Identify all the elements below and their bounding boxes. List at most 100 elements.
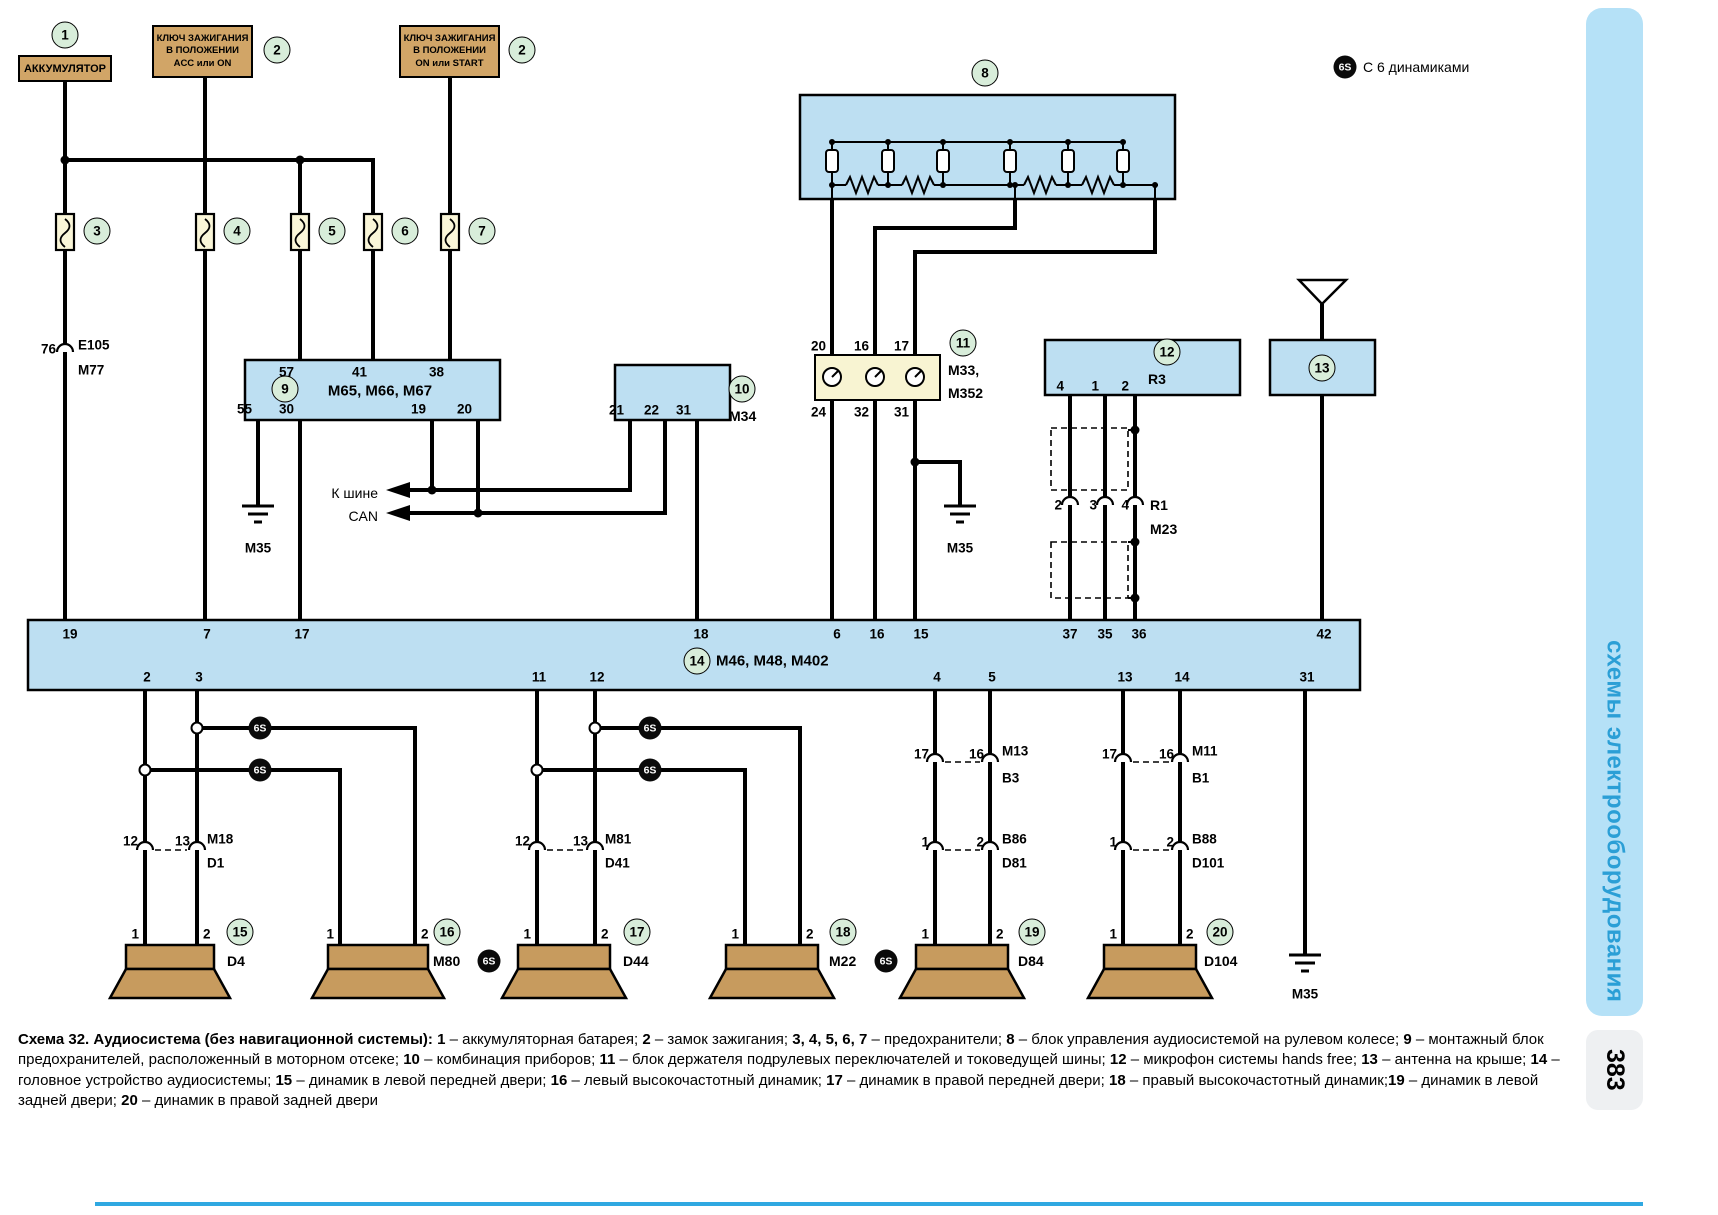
rl-conn1-name-b3: B3 xyxy=(1002,770,1020,786)
section-sidebar: схемы электрооборудования xyxy=(1586,8,1643,1016)
fl-tweeter-name: M80 xyxy=(433,953,461,969)
fl-tweeter-terminal-1: 1 xyxy=(326,926,334,942)
head-unit-title: M46, M48, M402 xyxy=(716,652,829,670)
r1-name: R1 xyxy=(1150,497,1168,513)
fl-conn-name-d1: D1 xyxy=(207,855,225,871)
battery-box: АККУМУЛЯТОР xyxy=(18,55,112,82)
caption-item-num: 20 xyxy=(121,1092,138,1110)
fl-conn-pin-13: 13 xyxy=(174,833,190,849)
fr-conn-name-d41: D41 xyxy=(605,855,630,871)
caption-item-text: – динамик в левой передней двери; xyxy=(292,1071,551,1089)
caption-item-text: – микрофон системы hands free; xyxy=(1126,1051,1362,1069)
hu-pin-b14: 14 xyxy=(1174,669,1190,685)
bottom-rule xyxy=(95,1202,1643,1206)
can-bus-label-line1: К шине xyxy=(331,485,378,501)
caption-item-num: 14 xyxy=(1530,1051,1548,1069)
antenna-number-badge: 13 xyxy=(1308,354,1336,382)
fr-tweeter-terminal-2: 2 xyxy=(806,926,814,942)
pin-label-30: 30 xyxy=(278,401,294,417)
six-speakers-note: С 6 динамиками xyxy=(1363,59,1470,75)
rl-speaker-terminal-2: 2 xyxy=(996,926,1004,942)
hu-pin-b5: 5 xyxy=(988,669,996,685)
caption-item-text: – динамик в правой задней двери xyxy=(137,1092,379,1110)
fr-6s-badge-1: 6S xyxy=(638,716,662,740)
rr-conn2-pin-1: 1 xyxy=(1109,834,1117,850)
caption-item-num: 13 xyxy=(1361,1051,1378,1069)
pin-label-32: 32 xyxy=(853,404,869,420)
fr-speaker-terminal-1: 1 xyxy=(523,926,531,942)
pin-label-31b: 31 xyxy=(893,404,909,420)
hu-pin-b3: 3 xyxy=(195,669,203,685)
instrument-cluster-name: M34 xyxy=(729,408,757,424)
caption-lead: Схема 32. Аудиосистема (без навигационно… xyxy=(18,1031,438,1048)
caption-item-num: 17 xyxy=(826,1071,843,1089)
connector-dashed-links xyxy=(155,427,1170,851)
hu-pin-19: 19 xyxy=(62,626,78,642)
rl-conn2-pin-1: 1 xyxy=(921,834,929,850)
pin-label-20t: 20 xyxy=(810,338,826,354)
caption-item-num: 1 xyxy=(437,1031,446,1048)
fuse4-number-badge: 4 xyxy=(223,217,251,245)
ignition-on-line3: ON или START xyxy=(415,57,484,69)
e105-pin-label: 76 xyxy=(40,341,56,357)
head-unit-number-badge: 14 xyxy=(683,647,711,675)
main-wires xyxy=(63,78,1324,955)
fl-conn-pin-12: 12 xyxy=(122,833,138,849)
fl-conn-name-m18: M18 xyxy=(207,831,234,847)
steering-audio-control-internals xyxy=(825,139,1158,199)
pin-label-1: 1 xyxy=(1091,378,1099,394)
steering-audio-control-number-badge: 8 xyxy=(971,59,999,87)
caption-item-text: – блок управления аудиосистемой на рулев… xyxy=(1014,1031,1404,1048)
fr-tweeter-terminal-1: 1 xyxy=(731,926,739,942)
hu-pin-16: 16 xyxy=(869,626,885,642)
caption-item-text: – антенна на крыше; xyxy=(1377,1051,1531,1069)
caption-item-text: – динамик в левой задней двери; xyxy=(18,1071,1539,1110)
fr-tweeter-name: M22 xyxy=(829,953,857,969)
rl-conn2-name-d81: D81 xyxy=(1002,855,1027,871)
ignition-key-acc-box: КЛЮЧ ЗАЖИГАНИЯ В ПОЛОЖЕНИИ ACC или ON xyxy=(152,25,253,78)
fr-tweeter-number-badge: 18 xyxy=(829,918,857,946)
pin-label-55: 55 xyxy=(236,401,252,417)
ground-symbols xyxy=(242,504,1321,973)
caption-item-num: 18 xyxy=(1108,1071,1126,1089)
r1-pin-2: 2 xyxy=(1054,497,1062,513)
fl-speaker-name: D4 xyxy=(227,953,245,969)
ground-name-m35-left: M35 xyxy=(244,540,272,556)
rl-conn1-name-m13: M13 xyxy=(1002,743,1029,759)
rr-speaker-number-badge: 20 xyxy=(1206,918,1234,946)
r1-pin-4: 4 xyxy=(1121,497,1129,513)
rr-conn1-pin-16: 16 xyxy=(1158,746,1174,762)
fr-speaker-terminal-2: 2 xyxy=(601,926,609,942)
rl-conn2-name-b86: B86 xyxy=(1002,831,1027,847)
pin-label-21: 21 xyxy=(608,402,624,418)
bus-bar-name-1: M33, xyxy=(948,362,980,378)
shield-stubs xyxy=(1128,429,1135,599)
rl-conn1-pin-16: 16 xyxy=(968,746,984,762)
inline-connector-symbols xyxy=(55,342,1190,851)
section-title: схемы электрооборудования xyxy=(1601,639,1629,1002)
rl-conn1-pin-17: 17 xyxy=(913,746,929,762)
rr-conn2-name-b88: B88 xyxy=(1192,831,1217,847)
pin-label-31: 31 xyxy=(675,402,691,418)
caption-item-text: – правый высокочастотный динамик; xyxy=(1125,1071,1388,1089)
fl-tweeter-6s-badge: 6S xyxy=(477,949,501,973)
caption-item-num: 15 xyxy=(275,1071,293,1089)
fr-conn-pin-13: 13 xyxy=(572,833,588,849)
fr-conn-pin-12: 12 xyxy=(514,833,530,849)
hu-pin-b13: 13 xyxy=(1117,669,1133,685)
fl-6s-badge-1: 6S xyxy=(248,716,272,740)
can-bus-arrows xyxy=(386,482,410,521)
ignition-on-number-badge: 2 xyxy=(508,36,536,64)
fr-tweeter-6s-badge: 6S xyxy=(874,949,898,973)
fl-tweeter-number-badge: 16 xyxy=(433,918,461,946)
fl-6s-badge-2: 6S xyxy=(248,758,272,782)
ground-name-m35-mid: M35 xyxy=(946,540,974,556)
figure-caption: Схема 32. Аудиосистема (без навигационно… xyxy=(18,1030,1566,1112)
battery-number-badge: 1 xyxy=(51,21,79,49)
microphone-name: R3 xyxy=(1148,371,1166,387)
caption-item-text: – левый высокочастотный динамик; xyxy=(567,1071,827,1089)
hu-pin-36: 36 xyxy=(1131,626,1147,642)
ignition-on-line1: КЛЮЧ ЗАЖИГАНИЯ xyxy=(403,32,496,44)
hu-pin-7: 7 xyxy=(203,626,211,642)
